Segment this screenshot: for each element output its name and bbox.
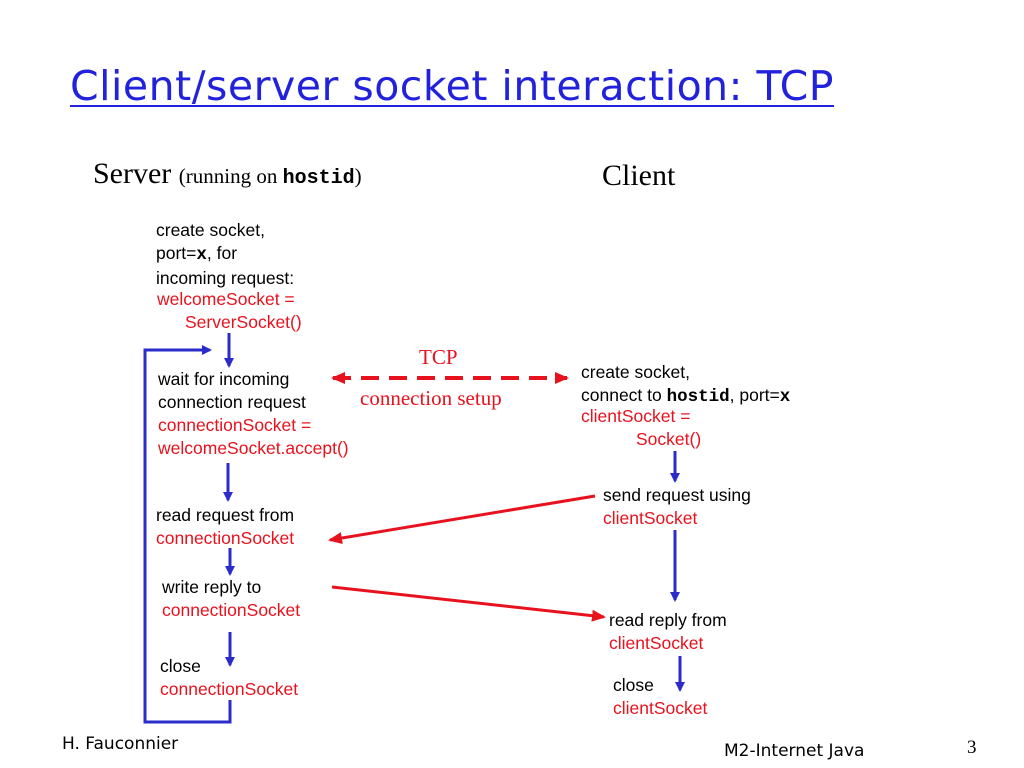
server-read-text: read request from connectionSocket — [156, 505, 295, 548]
server-heading-label: Server — [93, 157, 172, 190]
server-loop-arrow — [143, 345, 232, 724]
server-heading: Server (running on hostid) — [93, 157, 362, 191]
footer-course: M2-Internet Java — [724, 741, 865, 761]
server-wait-text: wait for incoming connection request — [158, 369, 306, 412]
tcp-label: TCP — [419, 345, 458, 369]
page-number: 3 — [967, 737, 977, 758]
server-write-text: write reply to connectionSocket — [162, 577, 301, 620]
client-send-text: send request using clientSocket — [603, 485, 751, 528]
server-create-socket-text: create socket, port=x, for incoming requ… — [156, 220, 295, 288]
server-close-text: close connectionSocket — [160, 656, 299, 699]
server-welcome-socket-code: welcomeSocket = ServerSocket() — [157, 289, 302, 332]
client-close-text: close clientSocket — [613, 675, 708, 718]
request-message-arrow — [328, 494, 596, 544]
footer-author: H. Fauconnier — [62, 734, 179, 754]
reply-message-arrow — [331, 585, 606, 622]
server-heading-note: (running on hostid) — [178, 164, 362, 190]
client-heading: Client — [602, 159, 676, 192]
client-read-text: read reply from clientSocket — [609, 610, 727, 653]
slide-title: Client/server socket interaction: TCP — [70, 62, 835, 110]
server-accept-code: connectionSocket = welcomeSocket.accept(… — [158, 415, 349, 458]
connection-setup-label: connection setup — [360, 386, 502, 410]
client-create-socket-text: create socket, connect to hostid, port=x — [581, 362, 791, 407]
client-socket-code: clientSocket = Socket() — [581, 406, 702, 449]
